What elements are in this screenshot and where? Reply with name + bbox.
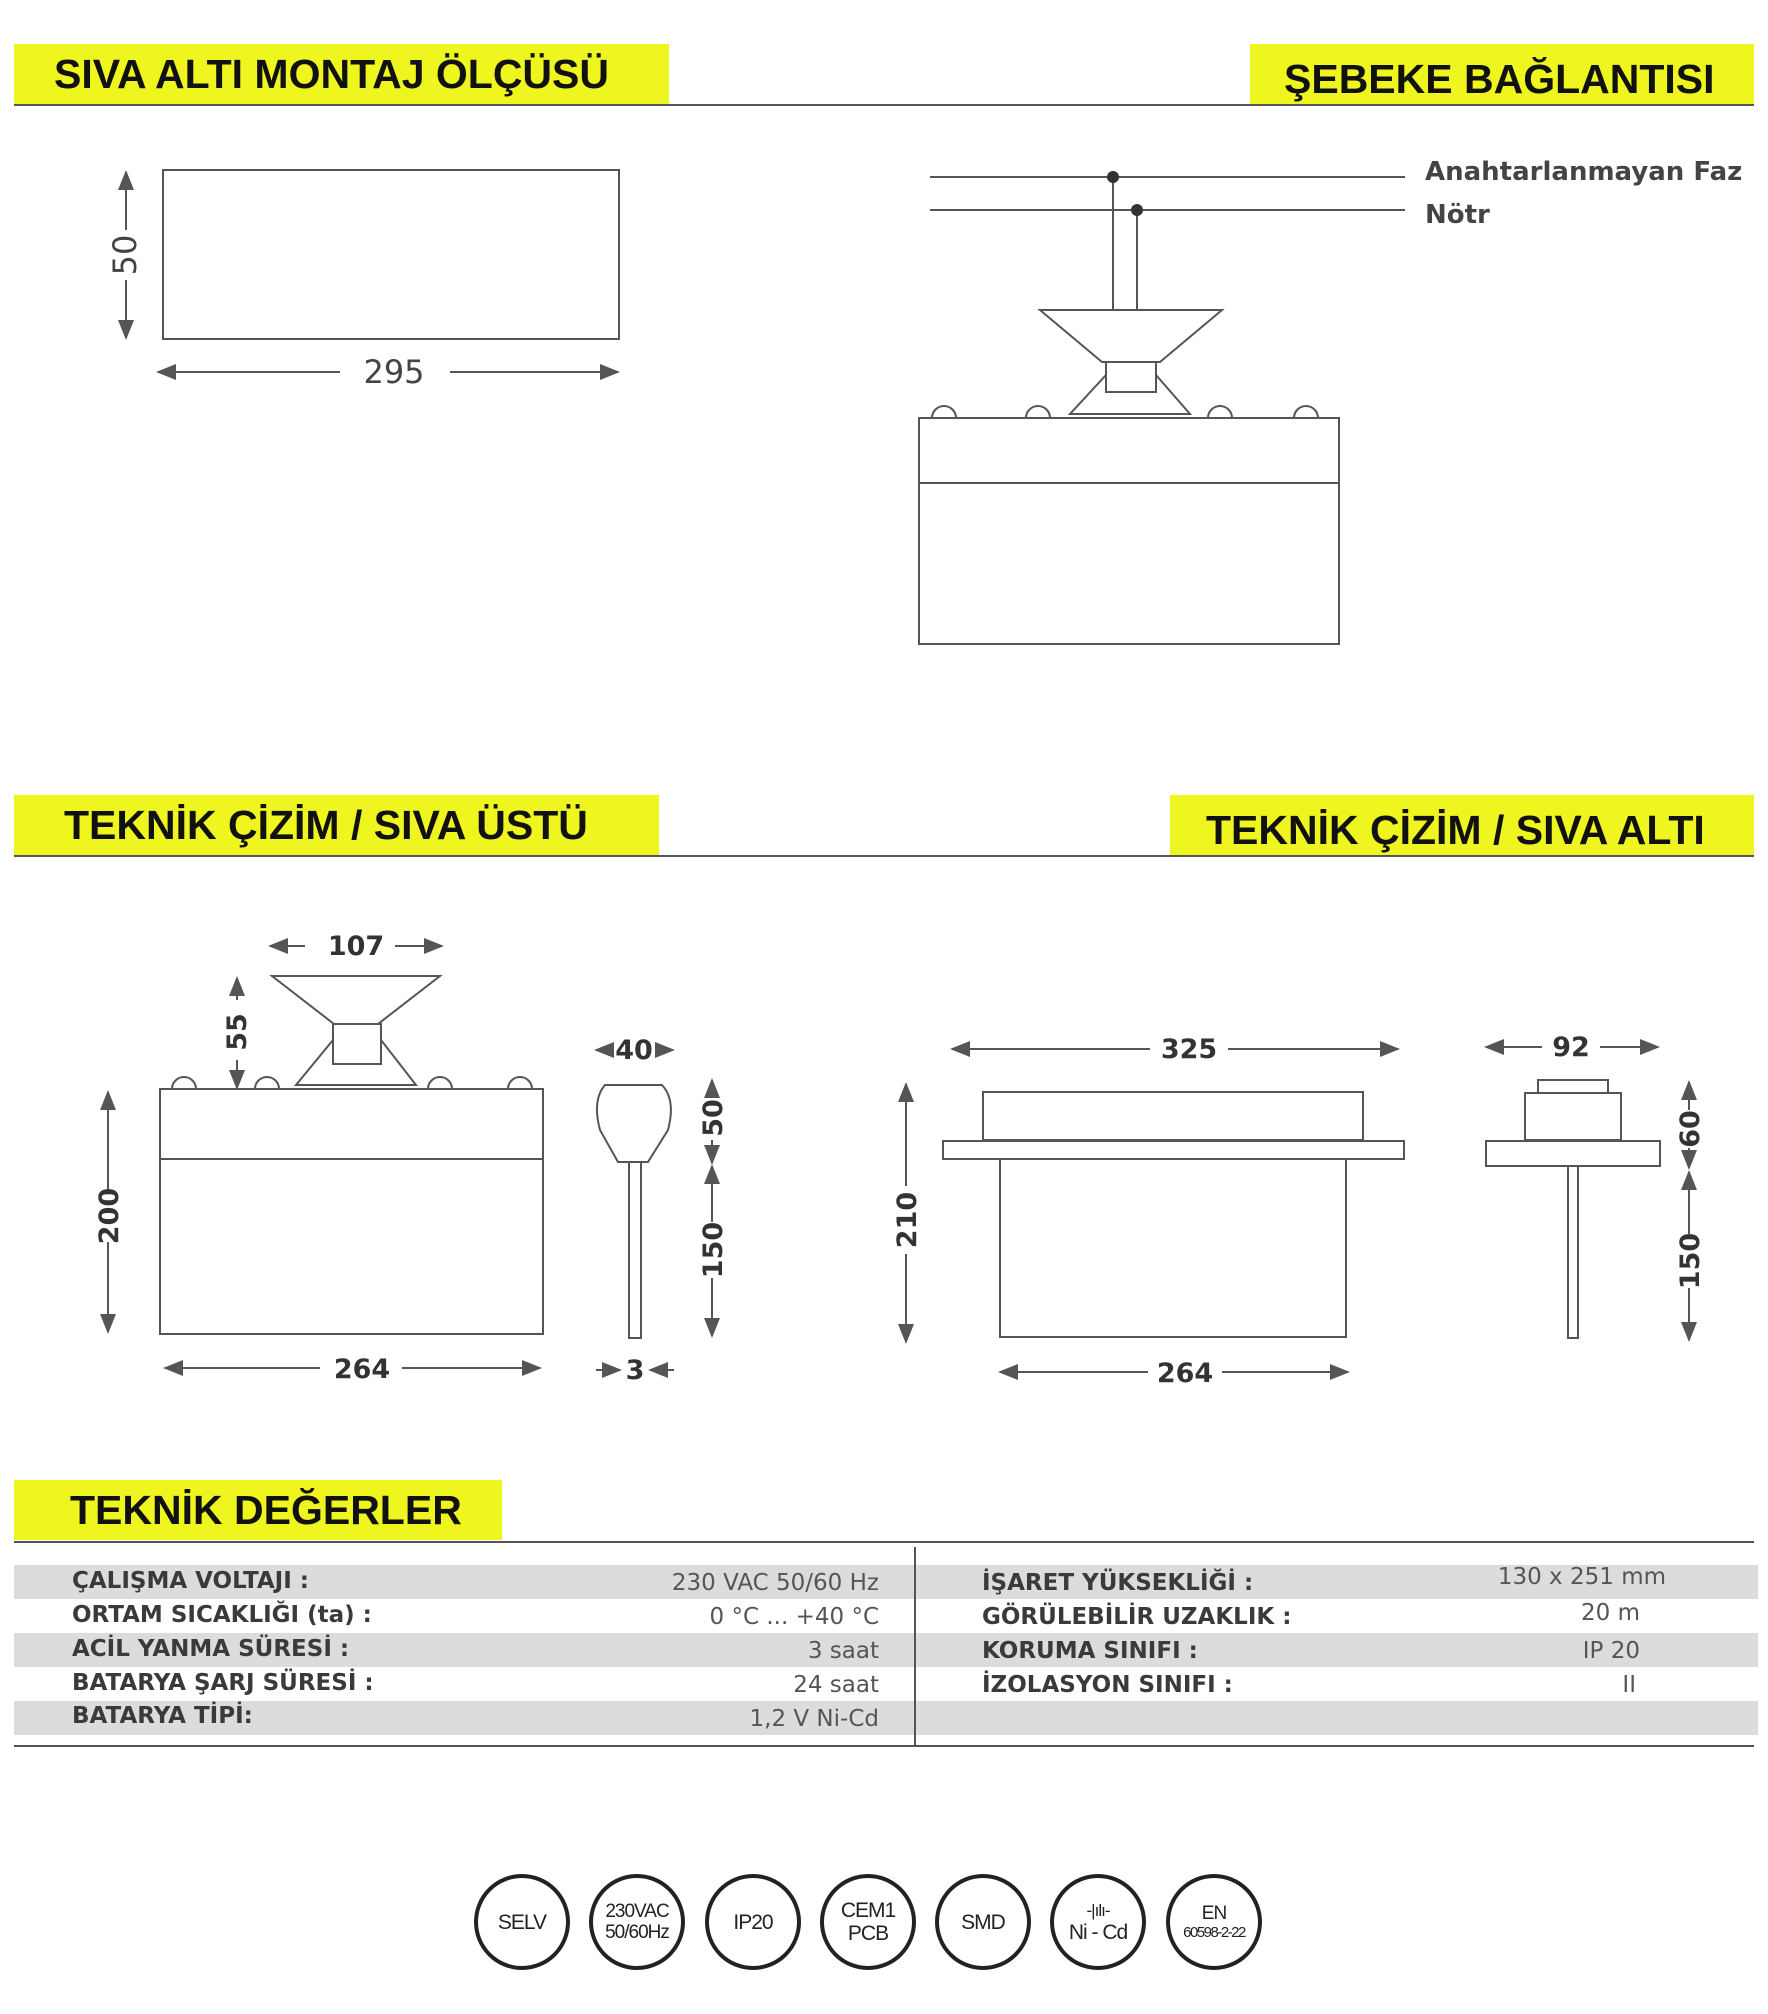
- spec-label: KORUMA SINIFI :: [982, 1638, 1198, 1664]
- voltage-badge: 230VAC 50/60Hz: [589, 1874, 685, 1970]
- badge-text: SELV: [497, 1910, 547, 1934]
- nicd-battery-badge: -|ılı- Ni - Cd: [1050, 1874, 1146, 1970]
- badge-text: SMD: [961, 1910, 1006, 1934]
- cutout-width-label: 295: [363, 353, 424, 391]
- recessed-side-width-label: 92: [1552, 1032, 1590, 1063]
- divider-specs-top: [14, 1541, 1754, 1543]
- wire-junction: [1131, 204, 1143, 216]
- table-row: [14, 1701, 1758, 1735]
- surface-side-width-label: 40: [615, 1035, 653, 1066]
- surface-bracket-height-label: 55: [222, 1013, 253, 1051]
- recessed-side-top-label: 60: [1675, 1110, 1706, 1148]
- spec-label: ORTAM SICAKLIĞI (ta) :: [72, 1602, 372, 1628]
- surface-drawing: [100, 938, 720, 1378]
- header-sebeke-baglantisi: ŞEBEKE BAĞLANTISI: [1250, 44, 1754, 104]
- neutral-label: Nötr: [1425, 200, 1490, 230]
- spec-value: 230 VAC 50/60 Hz: [671, 1570, 879, 1596]
- badge-text: 60598-2-22: [1183, 1924, 1246, 1941]
- spec-value: 0 °C ... +40 °C: [709, 1604, 879, 1630]
- ip20-badge: IP20: [705, 1874, 801, 1970]
- header-teknik-siva-alti: TEKNİK ÇİZİM / SIVA ALTI: [1170, 795, 1754, 855]
- spec-label: ÇALIŞMA VOLTAJI :: [72, 1568, 309, 1594]
- table-row: [14, 1565, 1758, 1599]
- spec-label: BATARYA ŞARJ SÜRESİ :: [72, 1670, 374, 1696]
- badge-text: PCB: [847, 1922, 889, 1945]
- surface-top-width-label: 107: [328, 931, 384, 962]
- header-teknik-siva-ustu: TEKNİK ÇİZİM / SIVA ÜSTÜ: [14, 795, 659, 855]
- cem1-pcb-badge: CEM1 PCB: [820, 1874, 916, 1970]
- phase-label: Anahtarlanmayan Faz: [1425, 157, 1742, 187]
- badge-text: 50/60Hz: [605, 1922, 670, 1943]
- surface-width-label: 264: [334, 1354, 390, 1385]
- en-standard-badge: EN 60598-2-22: [1166, 1874, 1262, 1970]
- badge-text: 230VAC: [605, 1901, 669, 1922]
- recessed-height-label: 210: [892, 1192, 923, 1248]
- spec-label: GÖRÜLEBİLİR UZAKLIK :: [982, 1604, 1292, 1630]
- header-teknik-degerler: TEKNİK DEĞERLER: [14, 1480, 502, 1540]
- selv-badge: SELV: [474, 1874, 570, 1970]
- surface-height-label: 200: [94, 1188, 125, 1244]
- surface-thickness-label: 3: [626, 1355, 645, 1386]
- technical-drawings: Anahtarlanmayan Faz Nötr 50 295 107 55: [94, 157, 1742, 1389]
- recessed-bottom-width-label: 264: [1157, 1358, 1213, 1389]
- divider-specs-bottom: [14, 1745, 1754, 1747]
- badge-text: Ni - Cd: [1068, 1920, 1128, 1944]
- wire-junction: [1107, 171, 1119, 183]
- spec-label: İŞARET YÜKSEKLİĞİ :: [982, 1570, 1254, 1596]
- cutout-drawing: [118, 169, 620, 380]
- divider-top: [14, 104, 1754, 106]
- spec-value: IP 20: [1582, 1638, 1640, 1664]
- surface-side-top-label: 50: [698, 1099, 729, 1137]
- spec-value: 24 saat: [793, 1672, 879, 1698]
- smd-badge: SMD: [935, 1874, 1031, 1970]
- recessed-side-bottom-label: 150: [1675, 1233, 1706, 1289]
- header-siva-alti-montaj: SIVA ALTI MONTAJ ÖLÇÜSÜ: [14, 44, 669, 104]
- spec-column-divider: [914, 1547, 916, 1747]
- cutout-height-label: 50: [106, 235, 144, 276]
- spec-value: 130 x 251 mm: [1497, 1564, 1666, 1590]
- wiring-drawing: [918, 176, 1405, 645]
- spec-value: 20 m: [1581, 1600, 1640, 1626]
- badge-text: EN: [1201, 1903, 1227, 1924]
- badge-text: IP20: [733, 1910, 773, 1934]
- spec-label: İZOLASYON SINIFI :: [982, 1672, 1233, 1698]
- spec-value: II: [1622, 1672, 1636, 1698]
- recessed-drawing: [898, 1039, 1697, 1380]
- spec-value: 1,2 V Ni-Cd: [749, 1706, 880, 1732]
- spec-value: 3 saat: [807, 1638, 879, 1664]
- spec-label: BATARYA TİPİ:: [72, 1703, 253, 1729]
- surface-side-bottom-label: 150: [698, 1222, 729, 1278]
- table-row: [14, 1633, 1758, 1667]
- spec-label: ACİL YANMA SÜRESİ :: [72, 1636, 350, 1662]
- recessed-width-label: 325: [1161, 1034, 1217, 1065]
- battery-icon: -|ılı-: [1086, 1900, 1111, 1920]
- badge-text: CEM1: [840, 1899, 896, 1922]
- divider-middle: [14, 855, 1754, 857]
